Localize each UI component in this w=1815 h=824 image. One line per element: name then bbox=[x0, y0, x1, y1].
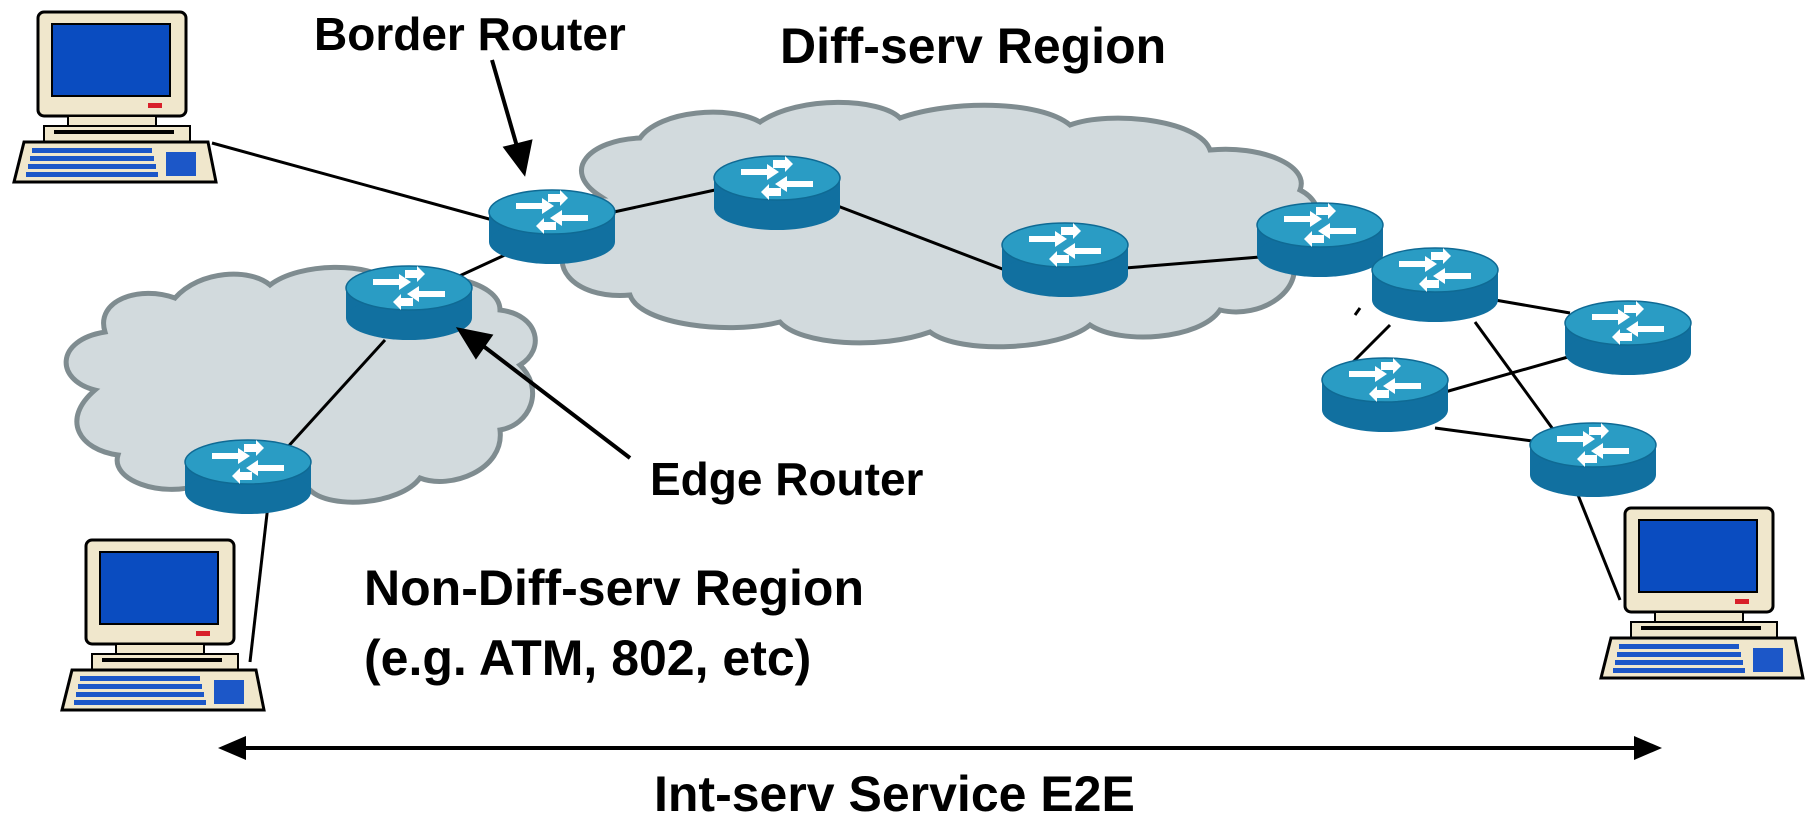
e2e-double-arrow bbox=[218, 736, 1662, 760]
edge-router-pointer bbox=[476, 340, 632, 460]
link bbox=[1348, 323, 1392, 367]
link bbox=[211, 141, 501, 224]
link bbox=[1353, 307, 1362, 316]
link bbox=[1434, 426, 1541, 444]
arrowhead-right-icon bbox=[1634, 736, 1662, 760]
arrowhead-left-icon bbox=[218, 736, 246, 760]
desktop-computer-icon bbox=[1599, 506, 1805, 680]
border-router-label: Border Router bbox=[314, 8, 626, 60]
non-diffserv-region-label: Non-Diff-serv Region bbox=[364, 560, 864, 616]
diffserv-region-label: Diff-serv Region bbox=[780, 18, 1167, 74]
link bbox=[1576, 494, 1622, 601]
edge-router-label: Edge Router bbox=[650, 453, 924, 505]
edge-router-icon bbox=[345, 265, 473, 341]
border-router-pointer bbox=[490, 59, 520, 151]
non-diffserv-examples-label: (e.g. ATM, 802, etc) bbox=[364, 630, 812, 686]
desktop-computer-icon bbox=[12, 10, 218, 184]
router-icon bbox=[1529, 422, 1657, 498]
link bbox=[599, 188, 716, 217]
router-icon bbox=[1001, 222, 1129, 298]
router-icon bbox=[1564, 300, 1692, 376]
intserv-service-label: Int-serv Service E2E bbox=[654, 766, 1135, 822]
router-icon bbox=[1371, 247, 1499, 323]
router-icon bbox=[1321, 357, 1449, 433]
link bbox=[1494, 298, 1571, 315]
link bbox=[248, 504, 270, 663]
link bbox=[283, 338, 387, 452]
annotation-arrows bbox=[455, 59, 632, 460]
router-icon bbox=[184, 439, 312, 515]
link bbox=[1124, 255, 1261, 270]
link bbox=[1444, 353, 1576, 394]
arrowhead-icon bbox=[455, 327, 494, 360]
desktop-computer-icon bbox=[60, 538, 266, 712]
arrowhead-icon bbox=[502, 139, 533, 177]
router-icon bbox=[713, 155, 841, 231]
link bbox=[1473, 321, 1557, 433]
diffserv-cloud bbox=[557, 99, 1321, 350]
link bbox=[834, 203, 1006, 272]
border-router-icon bbox=[488, 189, 616, 265]
network-links bbox=[211, 141, 1622, 663]
router-icon bbox=[1256, 202, 1384, 278]
